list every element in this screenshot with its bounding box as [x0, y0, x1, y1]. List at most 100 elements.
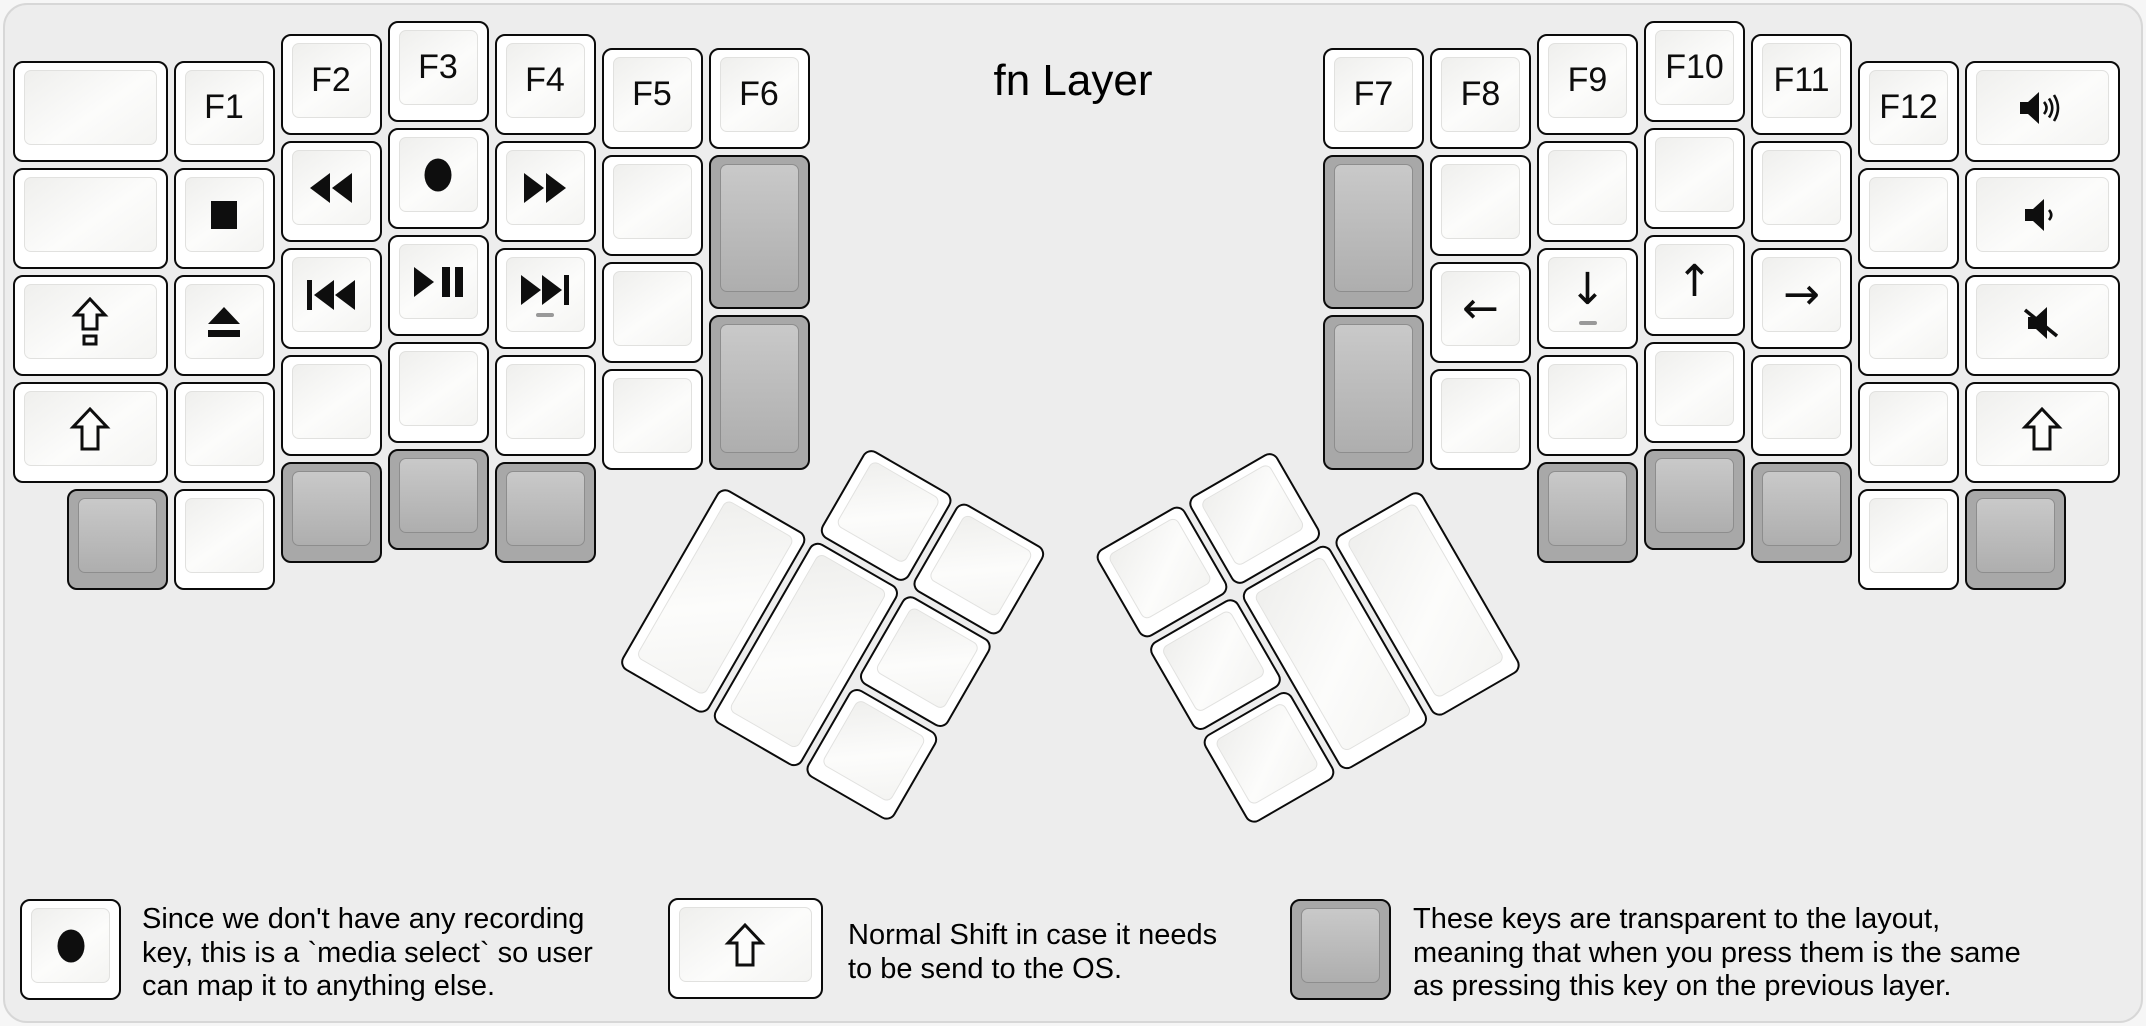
left-arrow-glyph: ←: [1462, 282, 1499, 334]
key-f7: F7: [1323, 47, 1424, 149]
legend-line: as pressing this key on the previous lay…: [1413, 970, 1952, 1002]
key-blank: [1430, 368, 1531, 470]
key-label: F6: [739, 74, 779, 113]
key-blank: [280, 355, 382, 457]
play-pause-icon: [412, 265, 464, 299]
legend-line: These keys are transparent to the layout…: [1413, 903, 1941, 935]
key-prev-track: [280, 248, 382, 350]
key-up-arrow: ↑: [1644, 235, 1745, 336]
keycap-content: [1334, 324, 1413, 453]
key-right-arrow: →: [1751, 248, 1852, 350]
key-blank: [13, 168, 168, 270]
eject-icon: [206, 305, 242, 339]
keycap-surface: [291, 150, 371, 226]
key-transparent: [66, 489, 168, 591]
keycap-surface: [612, 377, 692, 453]
key-transparent: [1323, 315, 1424, 470]
keycap-content: [399, 458, 478, 533]
key-shift-lock: [13, 275, 168, 377]
key-label: F2: [311, 61, 351, 100]
key-f10: F10: [1644, 21, 1745, 122]
key-f4: F4: [494, 34, 596, 136]
key-blank: [601, 261, 703, 363]
legend-text-3: These keys are transparent to the layout…: [1413, 903, 2021, 1004]
keycap-content: [1762, 150, 1841, 225]
key-transparent: [387, 449, 489, 550]
stop-icon: [209, 199, 239, 231]
key-label: F10: [1665, 48, 1724, 86]
key-blank: [1430, 154, 1531, 256]
keycap-surface: [184, 391, 264, 467]
key-f3: F3: [387, 21, 489, 122]
key-transparent: [708, 315, 810, 470]
volume-up-icon: [2017, 89, 2067, 127]
keycap-content: [613, 271, 692, 346]
key-label: F9: [1567, 61, 1608, 100]
keycap-surface: [505, 43, 585, 119]
legend-line: can map it to anything else.: [142, 970, 496, 1002]
legend-line: key, this is a `media select` so user: [142, 936, 593, 969]
key-blank: [173, 382, 275, 484]
keycap-surface: [24, 70, 157, 146]
legend-line: Normal Shift in case it needs: [848, 919, 1218, 951]
keycap-content: [1655, 458, 1734, 533]
keycap-content: [1655, 137, 1734, 212]
key-blank: [1858, 275, 1959, 377]
keycap-surface: [612, 163, 692, 239]
keycap-content: [1334, 164, 1413, 293]
key-f2: F2: [280, 34, 382, 136]
up-arrow-glyph: ↑: [1676, 256, 1713, 307]
keycap-surface: [1762, 150, 1841, 226]
keycap-content: [506, 257, 585, 332]
key-f6: F6: [708, 47, 810, 149]
key-f11: F11: [1751, 34, 1852, 136]
keycap-content: ↑: [1655, 244, 1734, 319]
keycap-content: F6: [720, 57, 799, 132]
keycap-surface: [505, 364, 585, 440]
keycap-content: F12: [1869, 70, 1948, 145]
key-f5: F5: [601, 47, 703, 149]
keycap-surface: [1548, 150, 1627, 226]
record-icon: [421, 156, 455, 194]
keycap-surface: [1976, 498, 2055, 574]
keycap-surface: [505, 471, 585, 547]
keycap-surface: [291, 43, 371, 119]
key-transparent-example: [1290, 899, 1391, 1000]
keycap-content: F9: [1548, 43, 1627, 118]
keycap-content: [185, 284, 264, 359]
keycap-content: [24, 284, 157, 359]
keycap-surface: [398, 351, 478, 426]
keycap-content: [399, 351, 478, 426]
keycap-surface: [1869, 498, 1948, 574]
key-blank: [13, 61, 168, 163]
homing-mark: [536, 312, 554, 317]
key-blank: [1751, 141, 1852, 243]
record-icon: [54, 927, 88, 965]
keycap-surface: [398, 30, 478, 105]
key-f1: F1: [173, 61, 275, 163]
homing-mark: [1578, 321, 1597, 326]
key-label: F12: [1879, 88, 1938, 127]
key-blank: [601, 154, 703, 256]
keycap-content: F7: [1334, 57, 1413, 132]
key-transparent: [1751, 462, 1852, 564]
prev-track-icon: [305, 278, 357, 312]
keycap-surface: [1869, 391, 1948, 467]
down-arrow-glyph: ↓: [1569, 264, 1606, 316]
keycap-content: F10: [1655, 30, 1734, 105]
shift-icon: [724, 922, 766, 968]
keycap-surface: [1548, 257, 1627, 333]
keycap-surface: [1762, 43, 1841, 119]
keycap-surface: [184, 498, 264, 574]
key-left-arrow: ←: [1430, 261, 1531, 363]
key-eject: [173, 275, 275, 377]
key-media-select: [387, 128, 489, 229]
keycap-surface: [24, 177, 157, 253]
keycap-content: F8: [1441, 57, 1520, 132]
key-transparent: [494, 462, 596, 564]
keycap-content: [24, 177, 157, 252]
keycap-content: [1762, 471, 1841, 546]
keycap-surface: [1548, 364, 1627, 440]
key-f9: F9: [1537, 34, 1638, 136]
key-play-pause: [387, 235, 489, 336]
